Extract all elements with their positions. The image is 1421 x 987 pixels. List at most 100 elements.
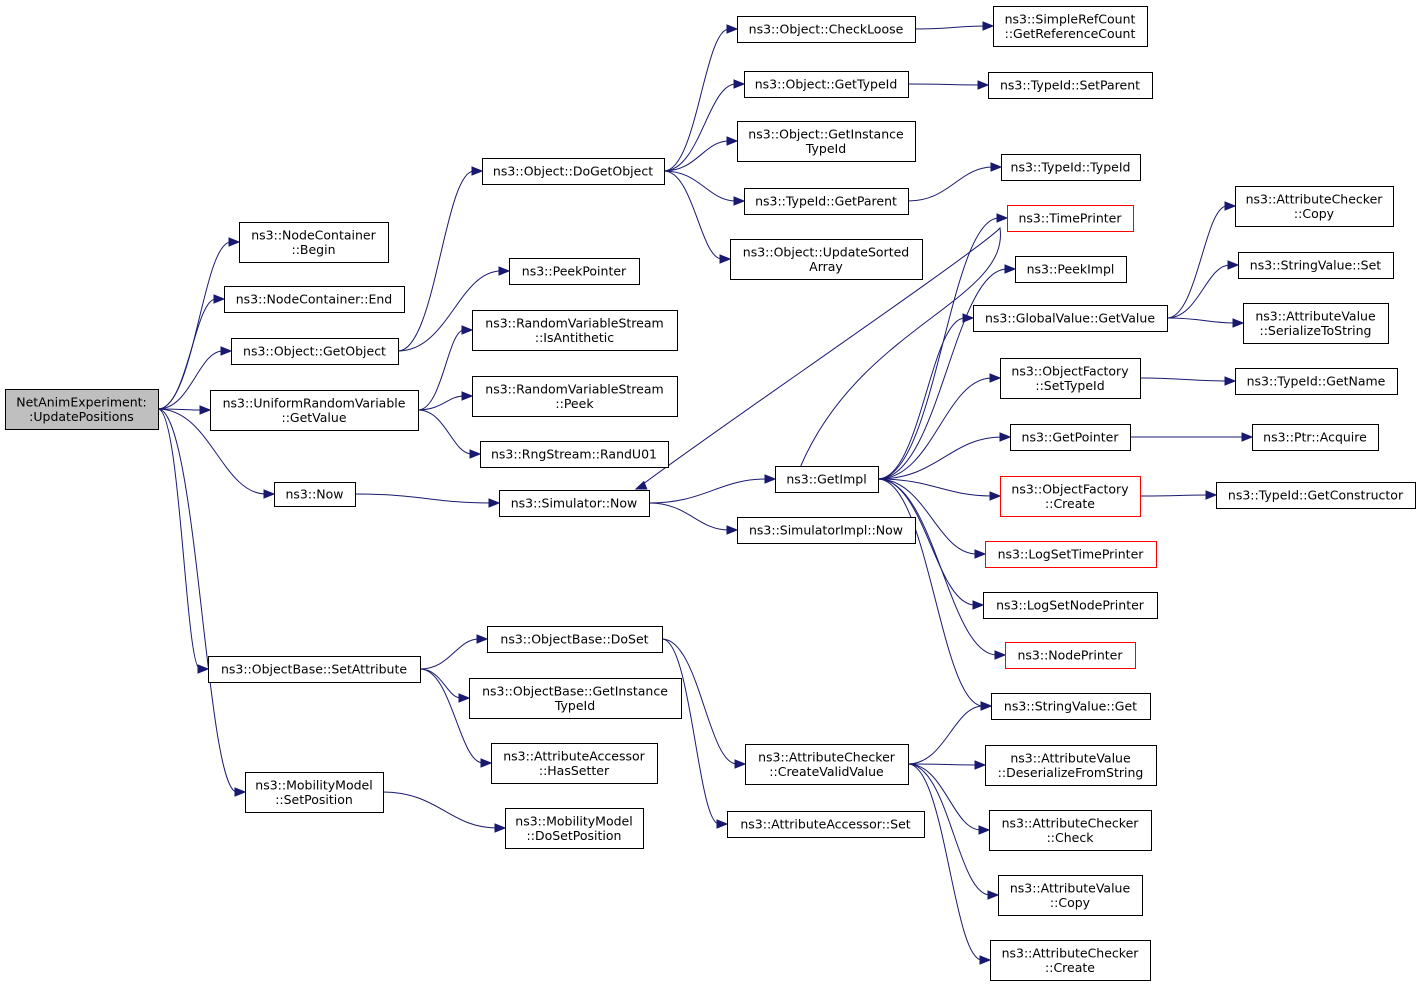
node-tid-setparent[interactable]: ns3::TypeId::SetParent	[988, 72, 1153, 99]
edge-line	[1139, 494, 1209, 497]
edge-arrowhead	[488, 498, 501, 508]
edge-arrowhead	[476, 634, 489, 644]
node-mm-dosetpos[interactable]: ns3::MobilityModel::DoSetPosition	[505, 808, 644, 849]
node-label: ns3::AttributeAccessor::Set	[740, 817, 910, 832]
node-ac-createvalid[interactable]: ns3::AttributeChecker::CreateValidValue	[745, 744, 909, 785]
edge-line	[914, 25, 986, 30]
node-tid-getparent[interactable]: ns3::TypeId::GetParent	[744, 188, 909, 215]
node-box	[993, 6, 1148, 47]
node-nc-begin[interactable]: ns3::NodeContainer::Begin	[239, 222, 389, 263]
edge-arrowhead	[1224, 376, 1237, 386]
edge-arrowhead	[974, 549, 987, 559]
node-av-serial[interactable]: ns3::AttributeValue::SerializeToString	[1243, 303, 1389, 344]
node-box	[1243, 303, 1389, 344]
node-rvs-isanti[interactable]: ns3::RandomVariableStream::IsAntithetic	[472, 310, 678, 351]
node-label: ns3::TypeId::GetConstructor	[1228, 488, 1404, 503]
node-rng-randu01[interactable]: ns3::RngStream::RandU01	[480, 441, 669, 468]
node-src-getref[interactable]: ns3::SimpleRefCount::GetReferenceCount	[993, 6, 1148, 47]
node-getpointer[interactable]: ns3::GetPointer	[1010, 424, 1131, 451]
edge-root-to-now	[157, 408, 276, 499]
node-gv-getvalue[interactable]: ns3::GlobalValue::GetValue	[973, 305, 1168, 332]
node-label: ns3::RngStream::RandU01	[491, 447, 657, 462]
node-rvs-peek[interactable]: ns3::RandomVariableStream::Peek	[472, 376, 678, 417]
node-label: TypeId	[554, 698, 595, 713]
node-nc-end[interactable]: ns3::NodeContainer::End	[224, 286, 405, 313]
edge-arrowhead	[994, 650, 1007, 660]
edge-getimpl-to-logsettime	[877, 478, 987, 559]
edge-line	[648, 478, 768, 504]
node-logsettime[interactable]: ns3::LogSetTimePrinter	[985, 541, 1157, 568]
node-tid-typeid[interactable]: ns3::TypeId::TypeId	[1001, 154, 1141, 181]
node-sv-set[interactable]: ns3::StringValue::Set	[1238, 252, 1394, 279]
node-box	[509, 258, 640, 285]
node-box	[991, 693, 1151, 720]
node-box	[274, 482, 356, 507]
node-av-copy[interactable]: ns3::AttributeValue::Copy	[998, 875, 1143, 916]
node-label: ns3::Ptr::Acquire	[1263, 430, 1367, 445]
node-simimpl-now[interactable]: ns3::SimulatorImpl::Now	[737, 517, 916, 544]
node-mm-setpos[interactable]: ns3::MobilityModel::SetPosition	[245, 772, 384, 813]
node-box	[775, 466, 879, 493]
edge-line	[907, 763, 982, 831]
edge-tid-getparent-to-tid-typeid	[907, 162, 1003, 202]
node-obj-getobject[interactable]: ns3::Object::GetObject	[231, 338, 399, 365]
node-box	[1005, 642, 1136, 669]
node-av-deser[interactable]: ns3::AttributeValue::DeserializeFromStri…	[985, 745, 1157, 786]
node-nodeprinter[interactable]: ns3::NodePrinter	[1005, 642, 1136, 669]
node-peekimpl[interactable]: ns3::PeekImpl	[1015, 256, 1127, 283]
edge-line	[663, 170, 723, 260]
edge-arrowhead	[764, 474, 777, 484]
node-logsetnode[interactable]: ns3::LogSetNodePrinter	[983, 592, 1158, 619]
node-ac-check[interactable]: ns3::AttributeChecker::Check	[989, 810, 1152, 851]
edge-gv-getvalue-to-sv-set	[1166, 260, 1240, 319]
node-label: ns3::TypeId::GetParent	[755, 194, 897, 209]
edge-arrowhead	[220, 346, 233, 356]
node-ob-setattr[interactable]: ns3::ObjectBase::SetAttribute	[208, 656, 421, 683]
edge-line	[877, 478, 978, 555]
node-ptr-acquire[interactable]: ns3::Ptr::Acquire	[1252, 424, 1379, 451]
edge-arrowhead	[962, 313, 975, 323]
edge-arrowhead	[726, 136, 739, 146]
node-obj-checkloose[interactable]: ns3::Object::CheckLoose	[737, 16, 916, 43]
node-timeprinter[interactable]: ns3::TimePrinter	[1007, 205, 1134, 232]
node-obj-dogetobject[interactable]: ns3::Object::DoGetObject	[482, 158, 665, 185]
node-tid-getctor[interactable]: ns3::TypeId::GetConstructor	[1216, 482, 1416, 509]
node-label: ns3::AttributeAccessor	[503, 748, 645, 763]
node-aa-hassetter[interactable]: ns3::AttributeAccessor::HasSetter	[491, 743, 658, 784]
edge-obj-getobject-to-obj-dogetobject	[397, 166, 484, 352]
node-ac-copy[interactable]: ns3::AttributeChecker::Copy	[1235, 186, 1394, 227]
node-of-settypeid[interactable]: ns3::ObjectFactory::SetTypeId	[1000, 358, 1141, 399]
edge-line	[661, 638, 720, 825]
node-label: ns3::ObjectFactory	[1011, 363, 1129, 378]
node-aa-set[interactable]: ns3::AttributeAccessor::Set	[727, 811, 925, 838]
edge-arrowhead	[990, 162, 1003, 172]
edge-arrowhead	[980, 701, 993, 711]
node-tid-getname[interactable]: ns3::TypeId::GetName	[1235, 368, 1398, 395]
node-box	[1238, 252, 1394, 279]
node-getimpl[interactable]: ns3::GetImpl	[775, 466, 879, 493]
node-ob-doset[interactable]: ns3::ObjectBase::DoSet	[487, 626, 663, 653]
node-of-create[interactable]: ns3::ObjectFactory::Create	[1000, 476, 1141, 517]
node-obj-gettypeid[interactable]: ns3::Object::GetTypeId	[744, 71, 909, 98]
edge-arrowhead	[469, 449, 482, 459]
node-label: ns3::SimpleRefCount	[1005, 11, 1136, 26]
node-sim-now[interactable]: ns3::Simulator::Now	[499, 490, 650, 517]
node-peekpointer[interactable]: ns3::PeekPointer	[509, 258, 640, 285]
node-urv-getvalue[interactable]: ns3::UniformRandomVariable::GetValue	[210, 390, 419, 431]
node-ac-create[interactable]: ns3::AttributeChecker::Create	[990, 940, 1151, 981]
node-root[interactable]: NetAnimExperiment::UpdatePositions	[5, 389, 159, 430]
node-label: ::Create	[1045, 960, 1095, 975]
edge-urv-getvalue-to-rvs-isanti	[417, 325, 474, 411]
edge-arrowhead	[498, 266, 511, 276]
edge-line	[417, 395, 465, 411]
node-now[interactable]: ns3::Now	[274, 482, 356, 507]
node-label: ns3::Object::DoGetObject	[493, 164, 653, 179]
edge-arrowhead	[1205, 490, 1218, 500]
node-label: ::Peek	[555, 396, 594, 411]
edge-arrowhead	[733, 196, 746, 206]
edge-line	[354, 493, 492, 504]
node-sv-get[interactable]: ns3::StringValue::Get	[991, 693, 1151, 720]
